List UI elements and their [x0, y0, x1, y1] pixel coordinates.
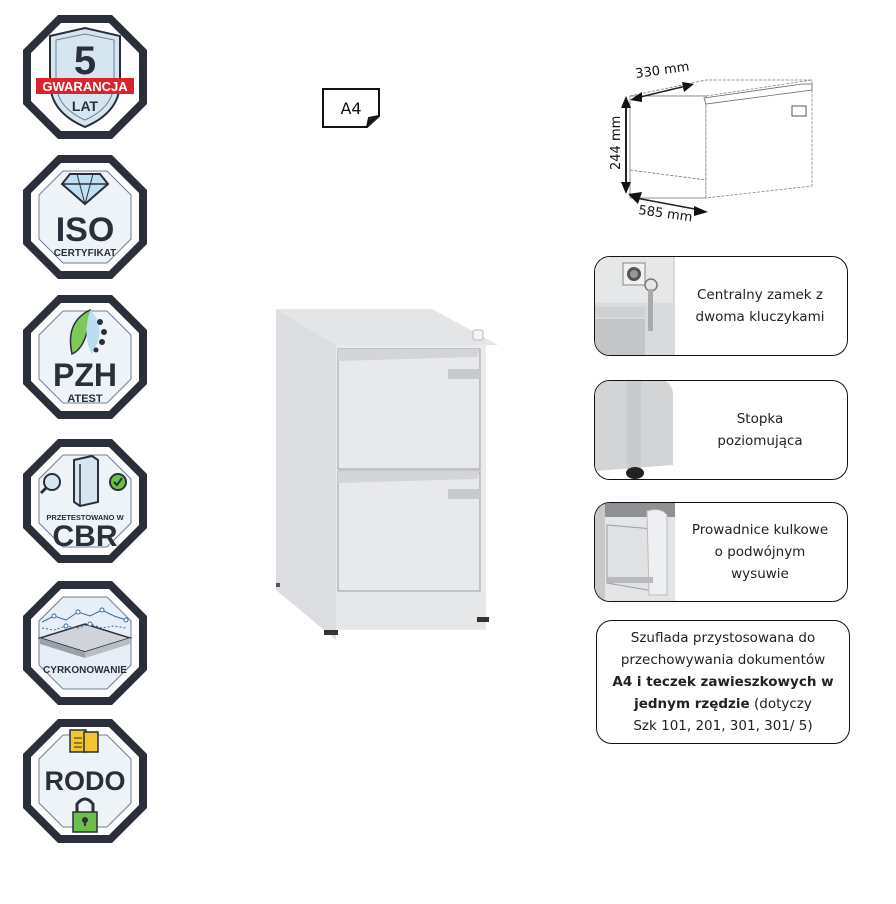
- documents-icon: [69, 729, 99, 753]
- warranty-number: 5: [74, 39, 96, 83]
- drawer-bottom: [337, 470, 481, 592]
- drawer-dimension-drawing: 330 mm 244 mm 585 mm: [596, 58, 836, 228]
- dimension-width: 330 mm: [634, 60, 690, 82]
- rodo-badge: RODO: [20, 716, 150, 846]
- magnifier-icon: [39, 473, 61, 495]
- check-icon: [109, 473, 127, 491]
- zirconium-label: CYRKONOWANIE: [43, 665, 127, 676]
- paper-size-tag: A4: [322, 88, 380, 128]
- drawer-note-card: Szuflada przystosowana do przechowywania…: [596, 620, 850, 744]
- pzh-label: ATEST: [67, 393, 103, 405]
- drawer-note-text: Szuflada przystosowana do przechowywania…: [612, 630, 834, 734]
- cbr-caption: PRZETESTOWANO W: [46, 513, 124, 522]
- pzh-badge: PZH ATEST: [20, 292, 150, 422]
- iso-title: ISO: [56, 211, 115, 249]
- diamond-icon: [60, 173, 110, 206]
- lock-photo: [595, 257, 675, 355]
- cabinet-icon: [73, 454, 99, 508]
- cbr-title: CBR: [53, 520, 118, 553]
- dimension-depth: 585 mm: [637, 203, 693, 225]
- warranty-banner: GWARANCJA: [42, 79, 128, 94]
- dimension-height: 244 mm: [609, 116, 624, 170]
- lock-icon: [472, 329, 484, 341]
- cbr-badge: PRZETESTOWANO W CBR: [20, 436, 150, 566]
- padlock-icon: [72, 797, 98, 833]
- filing-cabinet-image: [272, 305, 498, 640]
- warranty-label: LAT: [72, 98, 99, 114]
- paper-size-label: A4: [340, 99, 361, 118]
- iso-label: CERTYFIKAT: [54, 248, 117, 259]
- rodo-title: RODO: [45, 766, 126, 796]
- iso-badge: ISO CERTYFIKAT: [20, 152, 150, 282]
- foot-photo: [595, 381, 675, 479]
- coating-layer-icon: [37, 607, 133, 658]
- drawer-top: [337, 348, 481, 470]
- zirconium-badge: CYRKONOWANIE: [20, 578, 150, 708]
- warranty-badge: 5 GWARANCJA LAT: [20, 12, 150, 142]
- leaf-dna-icon: [69, 308, 107, 356]
- pzh-title: PZH: [53, 357, 117, 393]
- rails-photo: [595, 503, 675, 601]
